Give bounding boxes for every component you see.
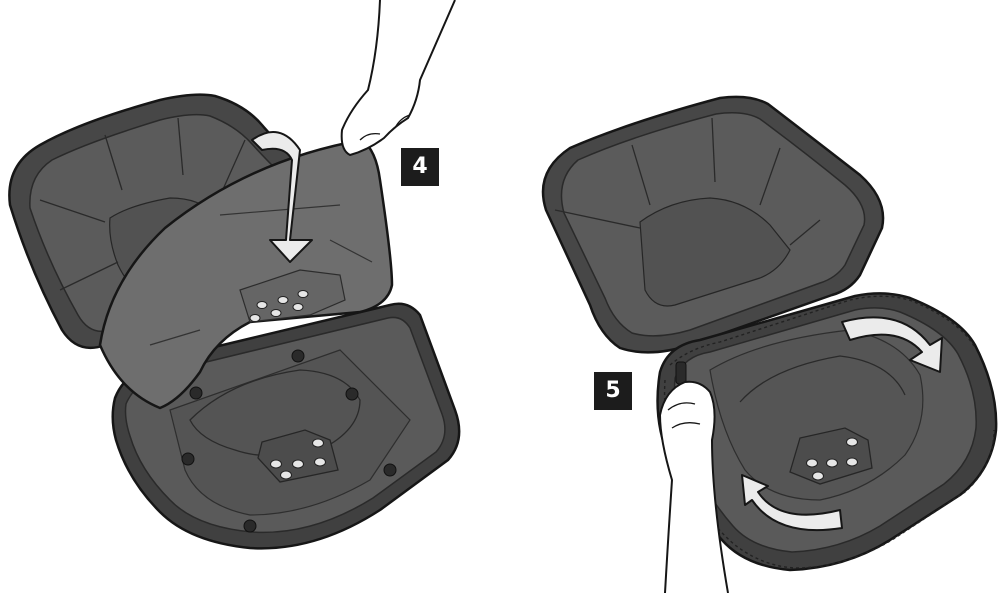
curved-arrow-icon (251, 131, 313, 263)
curved-arrow-icon (741, 474, 843, 532)
hand-icon (340, 0, 456, 156)
lid-right (541, 95, 885, 354)
step-number-badge-5: 5 (594, 372, 632, 410)
hand-icon (659, 380, 729, 593)
screw-icon (181, 349, 397, 533)
curved-arrow-icon (841, 316, 943, 373)
panel-step-4 (8, 0, 461, 550)
zipper-pull-icon (675, 361, 687, 385)
panel-step-5 (541, 95, 998, 593)
step-number-badge-4: 4 (401, 148, 439, 186)
liner-left (98, 138, 394, 410)
